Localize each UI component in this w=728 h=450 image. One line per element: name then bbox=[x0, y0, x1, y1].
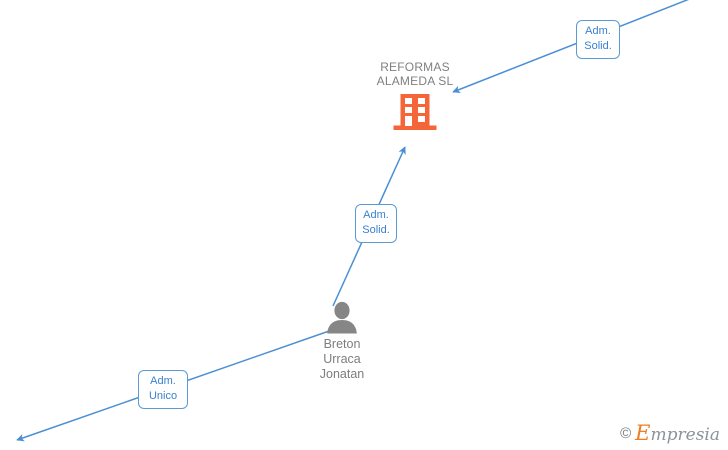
edge-label-adm-solid-middle[interactable]: Adm. Solid. bbox=[355, 204, 397, 243]
edge-label-adm-unico-bottomleft[interactable]: Adm. Unico bbox=[138, 370, 188, 409]
person-node[interactable]: Breton Urraca Jonatan bbox=[282, 301, 402, 382]
watermark: © Empresia bbox=[620, 423, 720, 444]
company-name-label: REFORMAS ALAMEDA SL bbox=[376, 60, 454, 88]
brand-initial: E bbox=[635, 421, 651, 445]
edge-topright-to-company bbox=[452, 0, 689, 94]
person-icon bbox=[327, 301, 357, 334]
brand-name: Empresia bbox=[635, 423, 720, 444]
company-node[interactable]: REFORMAS ALAMEDA SL bbox=[355, 60, 475, 132]
building-icon bbox=[393, 94, 437, 130]
brand-rest: mpresia bbox=[650, 425, 721, 445]
person-name-label: Breton Urraca Jonatan bbox=[319, 337, 365, 381]
copyright-icon: © bbox=[620, 425, 632, 442]
edge-label-adm-solid-topright[interactable]: Adm. Solid. bbox=[576, 20, 620, 59]
